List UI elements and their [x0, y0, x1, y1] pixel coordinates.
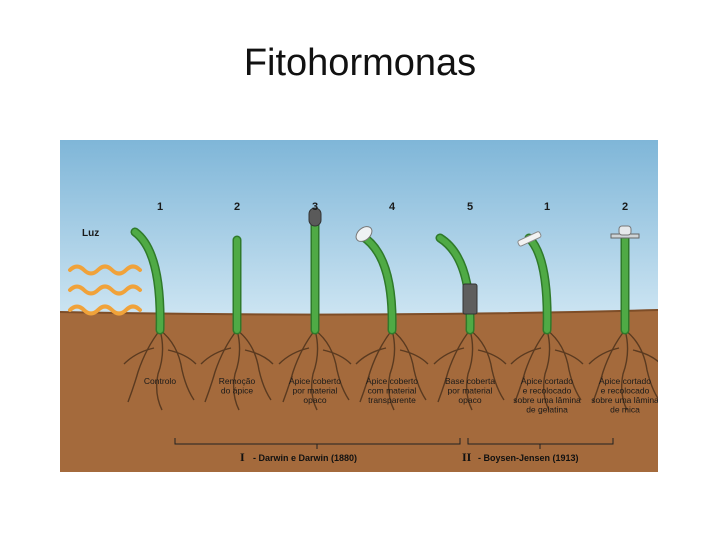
roots [510, 329, 584, 411]
roots [200, 329, 274, 411]
seedling-number: 5 [467, 201, 473, 213]
caption-line: sobre uma lâmina [513, 395, 581, 405]
apex-on-mica-icon [618, 225, 632, 236]
slide-title: Fitohormonas [243, 42, 477, 84]
group-numeral-darwin: I [240, 450, 245, 464]
caption-line: e recolocado [523, 386, 572, 396]
opaque-cap-icon [308, 207, 322, 227]
caption-line: de gelatina [526, 405, 568, 415]
caption-line: opaco [458, 395, 481, 405]
caption-line: do ápice [221, 386, 253, 396]
caption-line: de mica [610, 405, 640, 415]
caption-line: por material [448, 386, 493, 396]
roots [433, 329, 507, 411]
light-wave-3 [68, 304, 142, 316]
stem [526, 235, 551, 333]
caption-line: Base coberta [445, 376, 495, 386]
roots [588, 329, 658, 411]
light-wave-2 [68, 284, 142, 296]
seedling-number: 1 [157, 201, 163, 213]
soil [60, 310, 658, 472]
stem [437, 235, 474, 333]
caption-line: transparente [368, 395, 416, 405]
light-label: Luz [82, 228, 99, 239]
gelatin-block-icon [517, 231, 542, 247]
group-numeral-boysen-jensen: II [462, 450, 472, 464]
caption-line: sobre uma lâmina [591, 395, 658, 405]
roots [123, 329, 197, 411]
soil-surface [60, 309, 658, 316]
experiment-brackets: I - Darwin e Darwin (1880) II - Boysen-J… [174, 438, 614, 464]
group-label-darwin: - Darwin e Darwin (1880) [253, 453, 357, 463]
caption-line: Ápice coberto [366, 376, 418, 386]
caption-line: por material [293, 386, 338, 396]
stem [359, 233, 396, 333]
opaque-base-cover-icon [462, 283, 478, 315]
seedling-number: 1 [544, 201, 550, 213]
group-label-boysen-jensen: - Boysen-Jensen (1913) [478, 453, 579, 463]
seedling-caption: Controlo [144, 376, 176, 386]
caption-line: Ápice cortado [521, 376, 573, 386]
stem [132, 229, 164, 333]
seedling-number: 2 [622, 201, 628, 213]
caption-line: Ápice cortado [599, 376, 651, 386]
caption-line: e recolocado [601, 386, 650, 396]
caption-line: com material [368, 386, 417, 396]
roots [278, 329, 352, 411]
light-wave-1 [68, 264, 142, 276]
caption-line: Ápice coberto [289, 376, 341, 386]
seedling-number: 3 [312, 201, 318, 213]
light-rays-icon [68, 264, 142, 316]
seedling-number: 2 [234, 201, 240, 213]
roots [355, 329, 429, 411]
caption-line: Controlo [144, 376, 176, 386]
caption-line: Remoção [219, 376, 256, 386]
transparent-cap-icon [355, 226, 373, 242]
caption-line: opaco [303, 395, 326, 405]
seedling-number: 4 [389, 201, 396, 213]
